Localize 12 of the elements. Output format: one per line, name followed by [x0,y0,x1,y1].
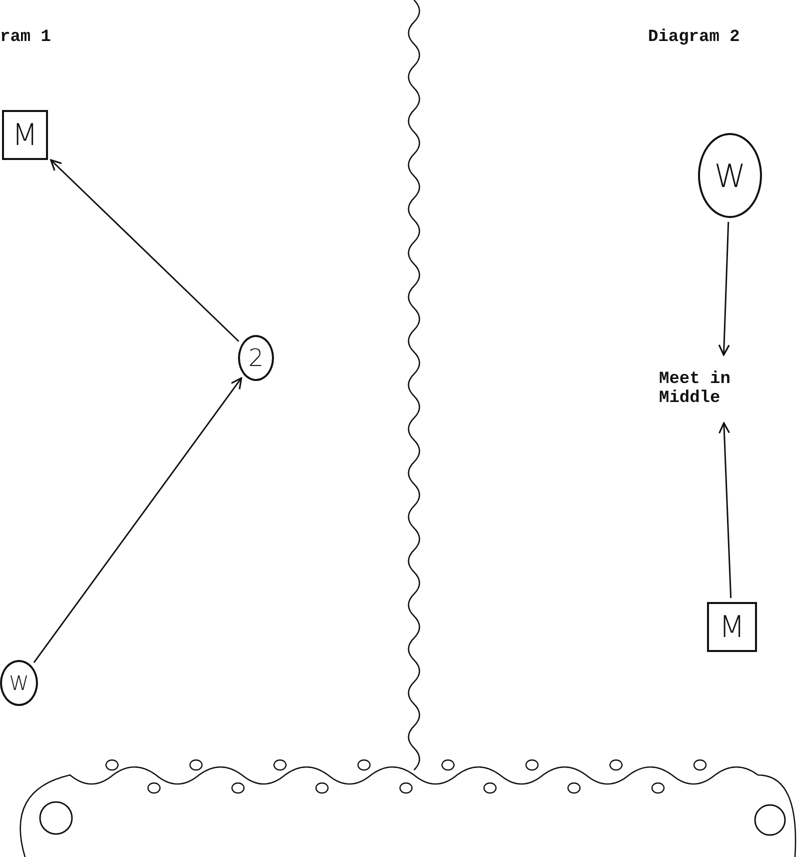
letter-box: M [2,110,48,160]
arrow [718,422,732,598]
letter-box: M [707,602,757,652]
arrow [718,222,730,356]
diagram-heading: ram 1 [0,28,52,47]
letter-circle: W [0,660,38,706]
diagram-heading: Diagram 2 [648,28,740,47]
meet-label: Meet in Middle [655,365,780,413]
number-circle: 2 [238,335,274,381]
letter-circle: W [698,133,762,218]
arrow [50,159,240,342]
arrow [33,377,242,663]
